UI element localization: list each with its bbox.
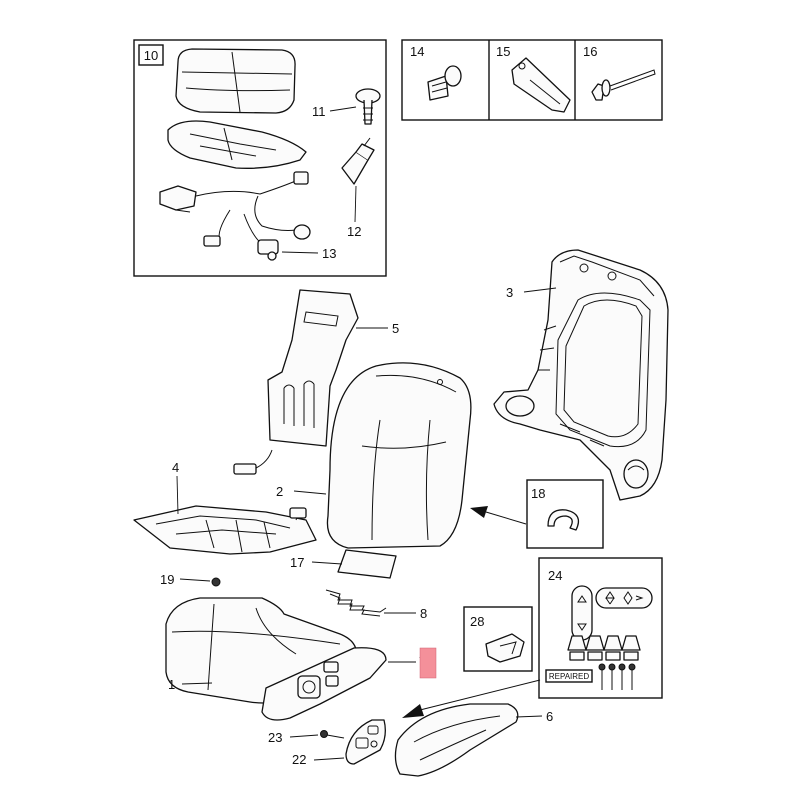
callout-11: 11	[312, 104, 326, 119]
callout-1: 1	[168, 677, 175, 692]
callout-13: 13	[322, 246, 336, 261]
callout-12: 12	[347, 224, 361, 239]
inset-18-clip: 18	[526, 479, 604, 549]
inset-10-seat-cushion-kit: 10 11 12	[133, 39, 387, 277]
heating-tray	[167, 120, 307, 169]
screw-23	[320, 730, 345, 739]
callout-15: 15	[496, 44, 510, 59]
seat-heater-4	[133, 505, 317, 555]
callout-10: 10	[144, 48, 158, 63]
repaired-label: REPAIRED	[549, 672, 590, 681]
inset-14-15-16-fasteners: 14 15 16	[401, 39, 663, 121]
callout-18: 18	[531, 486, 545, 501]
spring-clip-8	[325, 589, 387, 617]
bracket-15	[511, 57, 571, 113]
callout-2: 2	[276, 484, 283, 499]
connector-12	[341, 137, 375, 185]
callout-16: 16	[583, 44, 597, 59]
callout-23: 23	[268, 730, 282, 745]
callout-5: 5	[392, 321, 399, 336]
callout-17: 17	[290, 555, 304, 570]
callout-22: 22	[292, 752, 306, 767]
screw-row	[598, 663, 636, 690]
switch-panel-22	[345, 719, 386, 765]
arrow-24	[402, 679, 541, 718]
side-panel-7	[261, 647, 387, 721]
backrest-cover-2	[326, 362, 472, 549]
callout-3: 3	[506, 285, 513, 300]
rivet-16	[591, 69, 656, 101]
bolt-14	[427, 65, 462, 101]
highlight-marker	[419, 647, 437, 679]
callout-6: 6	[546, 709, 553, 724]
callout-28: 28	[470, 614, 484, 629]
callout-8: 8	[420, 606, 427, 621]
knob-row	[567, 635, 641, 661]
screw-19	[211, 577, 221, 587]
cushion-pad	[175, 48, 296, 114]
push-clip-11	[355, 88, 381, 125]
callout-24: 24	[548, 568, 562, 583]
callout-14: 14	[410, 44, 424, 59]
inset-24-switch-kit: 24 REPAIRED	[538, 557, 663, 699]
callout-4: 4	[172, 460, 179, 475]
callout-19: 19	[160, 572, 174, 587]
side-cover-6	[394, 703, 519, 777]
arrow-18	[470, 506, 527, 525]
wiring-harness-13	[159, 171, 311, 261]
inset-28-cap: 28	[463, 606, 533, 672]
backrest-frame-3	[493, 249, 669, 501]
backrest-heater-5	[233, 289, 359, 475]
foam-pad-17	[337, 549, 397, 579]
